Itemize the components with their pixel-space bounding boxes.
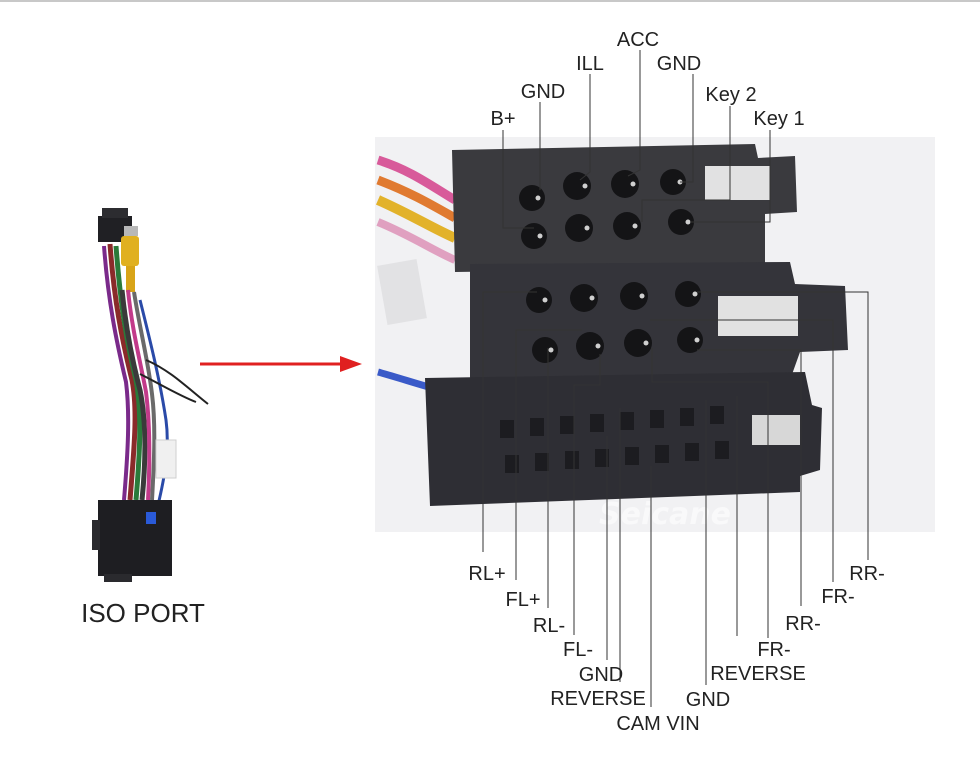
leader-gnd-2 (680, 74, 694, 183)
label-key-1: Key 1 (753, 108, 804, 130)
leader-fr-minus-1 (651, 348, 769, 638)
label-fl-plus: FL+ (505, 589, 540, 611)
leader-key-1 (690, 130, 771, 223)
label-gnd-2: GND (657, 53, 701, 75)
leader-b-plus (502, 130, 534, 229)
label-b-plus: B+ (490, 108, 515, 130)
leader-fl-plus (515, 329, 582, 580)
leader-rl-plus (482, 291, 537, 552)
top-pin-labels: B+ GND ILL ACC GND Key 2 Key 1 (490, 29, 804, 130)
leader-fr-minus-2 (650, 319, 834, 582)
label-rr-minus-2: RR- (849, 563, 885, 585)
label-cam-vin: CAM VIN (616, 713, 699, 735)
label-rr-minus-1: RR- (785, 613, 821, 635)
leader-acc (627, 50, 641, 177)
label-reverse-1: REVERSE (550, 688, 646, 710)
label-rl-minus: RL- (533, 615, 565, 637)
harness-iso-block (98, 500, 172, 576)
label-fr-minus-2: FR- (821, 586, 854, 608)
seicane-watermark: Seicane (599, 497, 731, 532)
label-ill: ILL (576, 53, 604, 75)
label-key-2: Key 2 (705, 84, 756, 106)
leader-key-2 (641, 106, 731, 222)
label-gnd-3: GND (579, 664, 623, 686)
bottom-pin-labels: RL+ FL+ RL- FL- GND REVERSE CAM VIN GND … (468, 563, 884, 735)
label-reverse-2: REVERSE (710, 663, 806, 685)
leader-fl-minus (573, 354, 601, 635)
label-fr-minus-1: FR- (757, 639, 790, 661)
label-acc: ACC (617, 29, 659, 51)
label-rl-plus: RL+ (468, 563, 505, 585)
label-gnd-1: GND (521, 81, 565, 103)
label-gnd-4: GND (686, 689, 730, 711)
leader-rr-minus-1 (697, 349, 802, 606)
label-fl-minus: FL- (563, 639, 593, 661)
leader-rr-minus-2 (697, 291, 869, 560)
red-arrow (200, 356, 362, 372)
iso-harness-illustration (92, 208, 209, 582)
iso-port-caption: ISO PORT (81, 598, 205, 628)
iso-connector-photo: Seicane (375, 137, 935, 532)
leader-ill (579, 74, 591, 181)
leader-lines (482, 50, 869, 707)
rca-connector (124, 226, 138, 236)
